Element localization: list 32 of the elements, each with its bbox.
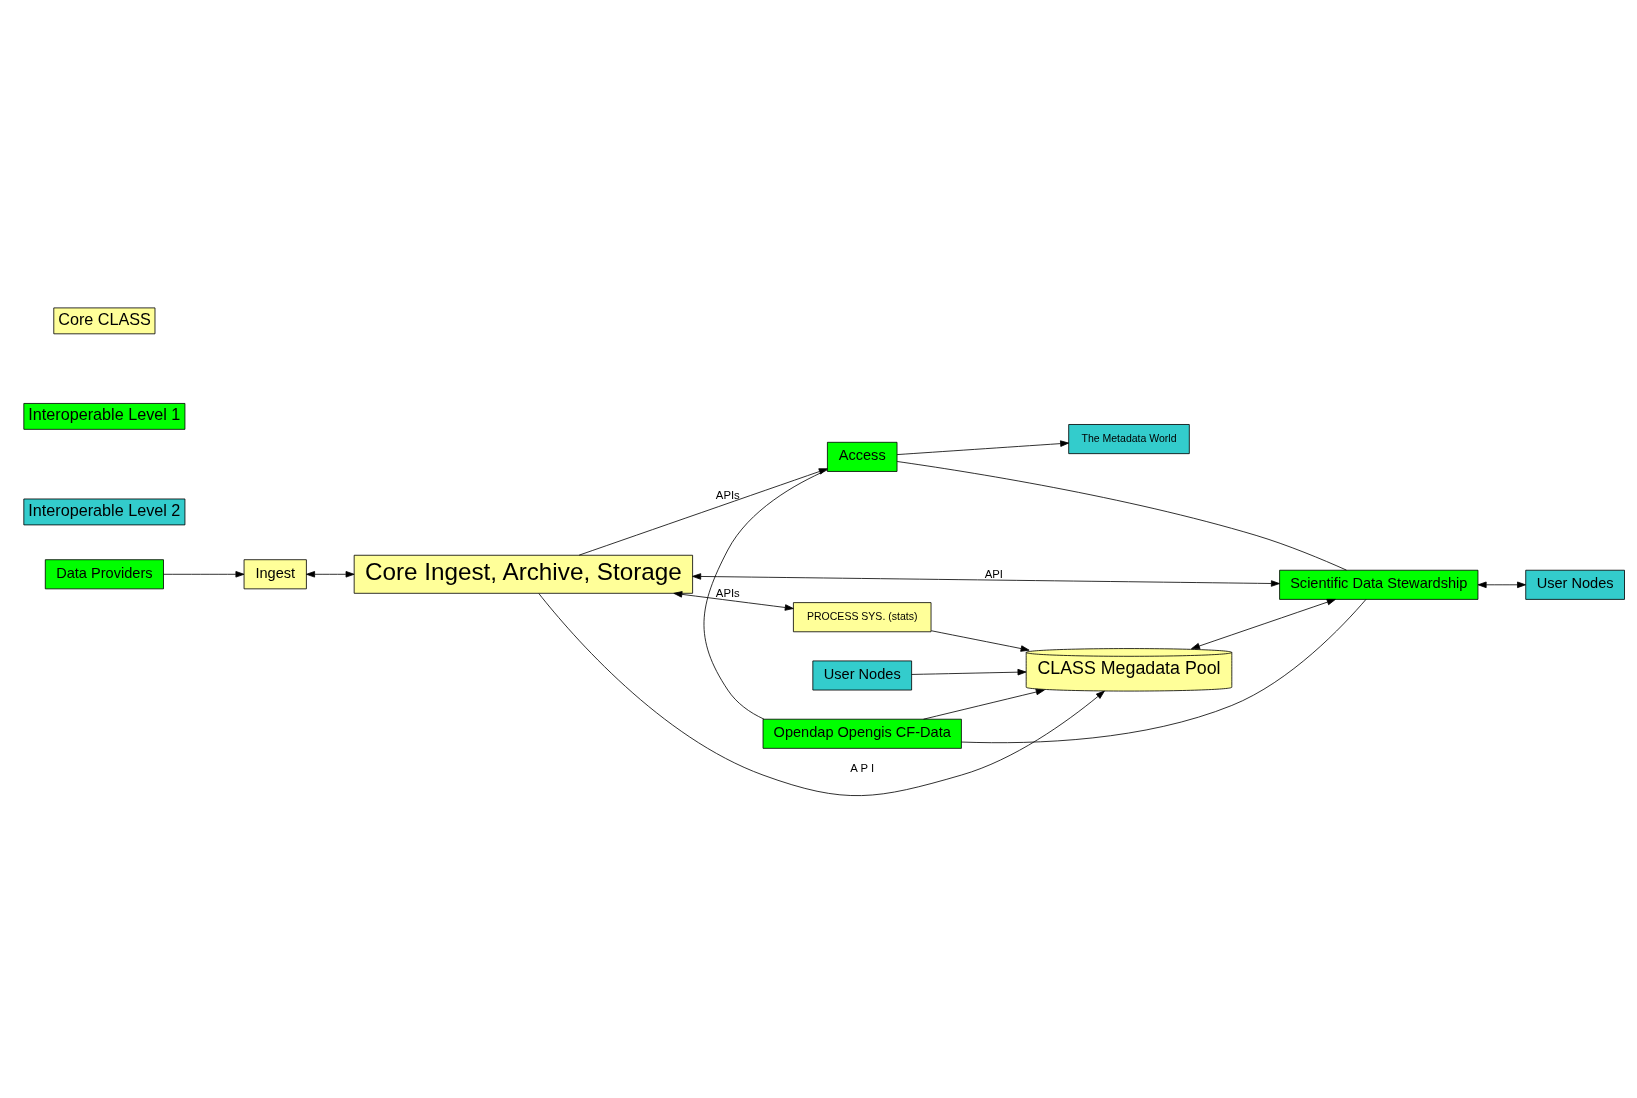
connector xyxy=(896,461,1347,571)
arrow xyxy=(306,571,355,578)
node-box: The Metadata World xyxy=(1068,424,1190,455)
arrow xyxy=(896,440,1070,455)
node-box: Data Providers xyxy=(44,559,164,590)
arrow xyxy=(538,593,1105,796)
node-box: User Nodes xyxy=(812,660,912,691)
arrow xyxy=(930,630,1030,652)
legend-label: Interoperable Level 1 xyxy=(28,405,181,424)
node-box: Core Ingest, Archive, Storage xyxy=(353,554,693,594)
node-box: Scientific Data Stewardship xyxy=(1279,569,1479,600)
arrow xyxy=(163,571,245,578)
edge-label: A P I xyxy=(850,762,875,774)
edge-label: APIs xyxy=(715,587,740,600)
node-box: User Nodes xyxy=(1525,569,1625,600)
arrow xyxy=(1191,598,1336,650)
arrow xyxy=(923,688,1045,720)
legend-label: Core CLASS xyxy=(58,309,151,328)
arrow xyxy=(578,468,828,556)
edge-label: API xyxy=(984,567,1003,580)
node-box: PROCESS SYS. (stats) xyxy=(793,602,932,633)
arrow xyxy=(673,591,794,611)
legend-label: Interoperable Level 2 xyxy=(28,500,181,519)
node-box: Opendap Opengis CF-Data xyxy=(762,718,962,749)
arrow xyxy=(692,573,1280,587)
edge-label: APIs xyxy=(715,489,740,502)
arrow xyxy=(1477,581,1526,589)
node-box: Access xyxy=(827,441,898,472)
connector xyxy=(703,469,828,720)
arrow xyxy=(911,668,1027,676)
node-box: Ingest xyxy=(243,559,307,590)
connector xyxy=(961,599,1367,744)
